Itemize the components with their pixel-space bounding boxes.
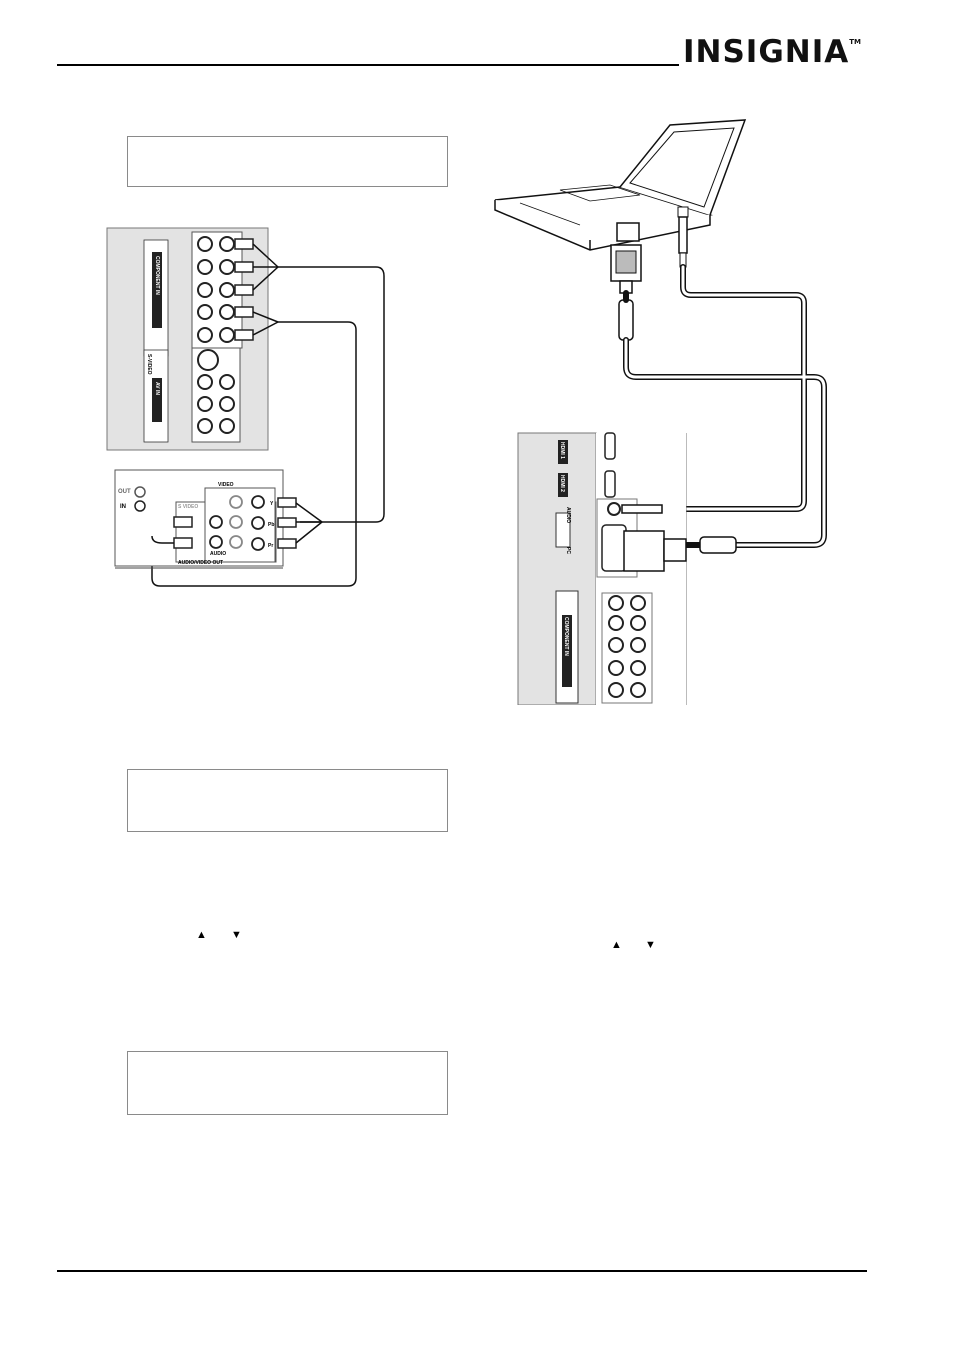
label-audio: AUDIO [565,507,571,523]
label-out: OUT [118,489,131,495]
label-y: Y [270,501,274,507]
label-pr: Pr [268,543,273,549]
insignia-logo: INSIGNIATM [683,34,861,70]
label-s-video: S-VIDEO [146,354,152,375]
logo-trademark: TM [849,38,862,46]
component-connection-diagram: COMPONENT IN AV IN S-VIDEO [106,227,385,587]
note-box-1 [127,136,448,187]
down-arrow-icon: ▼ [231,929,242,941]
note-box-2 [127,769,448,832]
label-pc: PC [565,547,571,554]
label-in: IN [120,504,126,510]
label-pb: Pb [268,522,274,528]
label-video: VIDEO [218,482,234,488]
up-arrow-icon: ▲ [611,939,622,951]
up-arrow-icon: ▲ [196,929,207,941]
label-component-in: COMPONENT IN [154,256,160,295]
note-box-3 [127,1051,448,1115]
label-audio-video-out: AUDIO/VIDEO OUT [178,560,223,566]
label-hdmi2: HDMI 2 [559,475,565,492]
computer-connection-diagram: HDMI 1 HDMI 2 COMPONENT IN AUDIO PC [494,119,827,705]
label-s-video-out: S VIDEO [178,504,198,510]
label-audio: AUDIO [210,551,226,557]
footer-rule [57,1270,867,1272]
label-av-in: AV IN [154,382,160,395]
logo-text: INSIGNIA [683,34,850,70]
header-rule [57,64,679,66]
down-arrow-icon: ▼ [645,939,656,951]
label-hdmi1: HDMI 1 [559,442,565,459]
label-component-in: COMPONENT IN [563,617,569,656]
